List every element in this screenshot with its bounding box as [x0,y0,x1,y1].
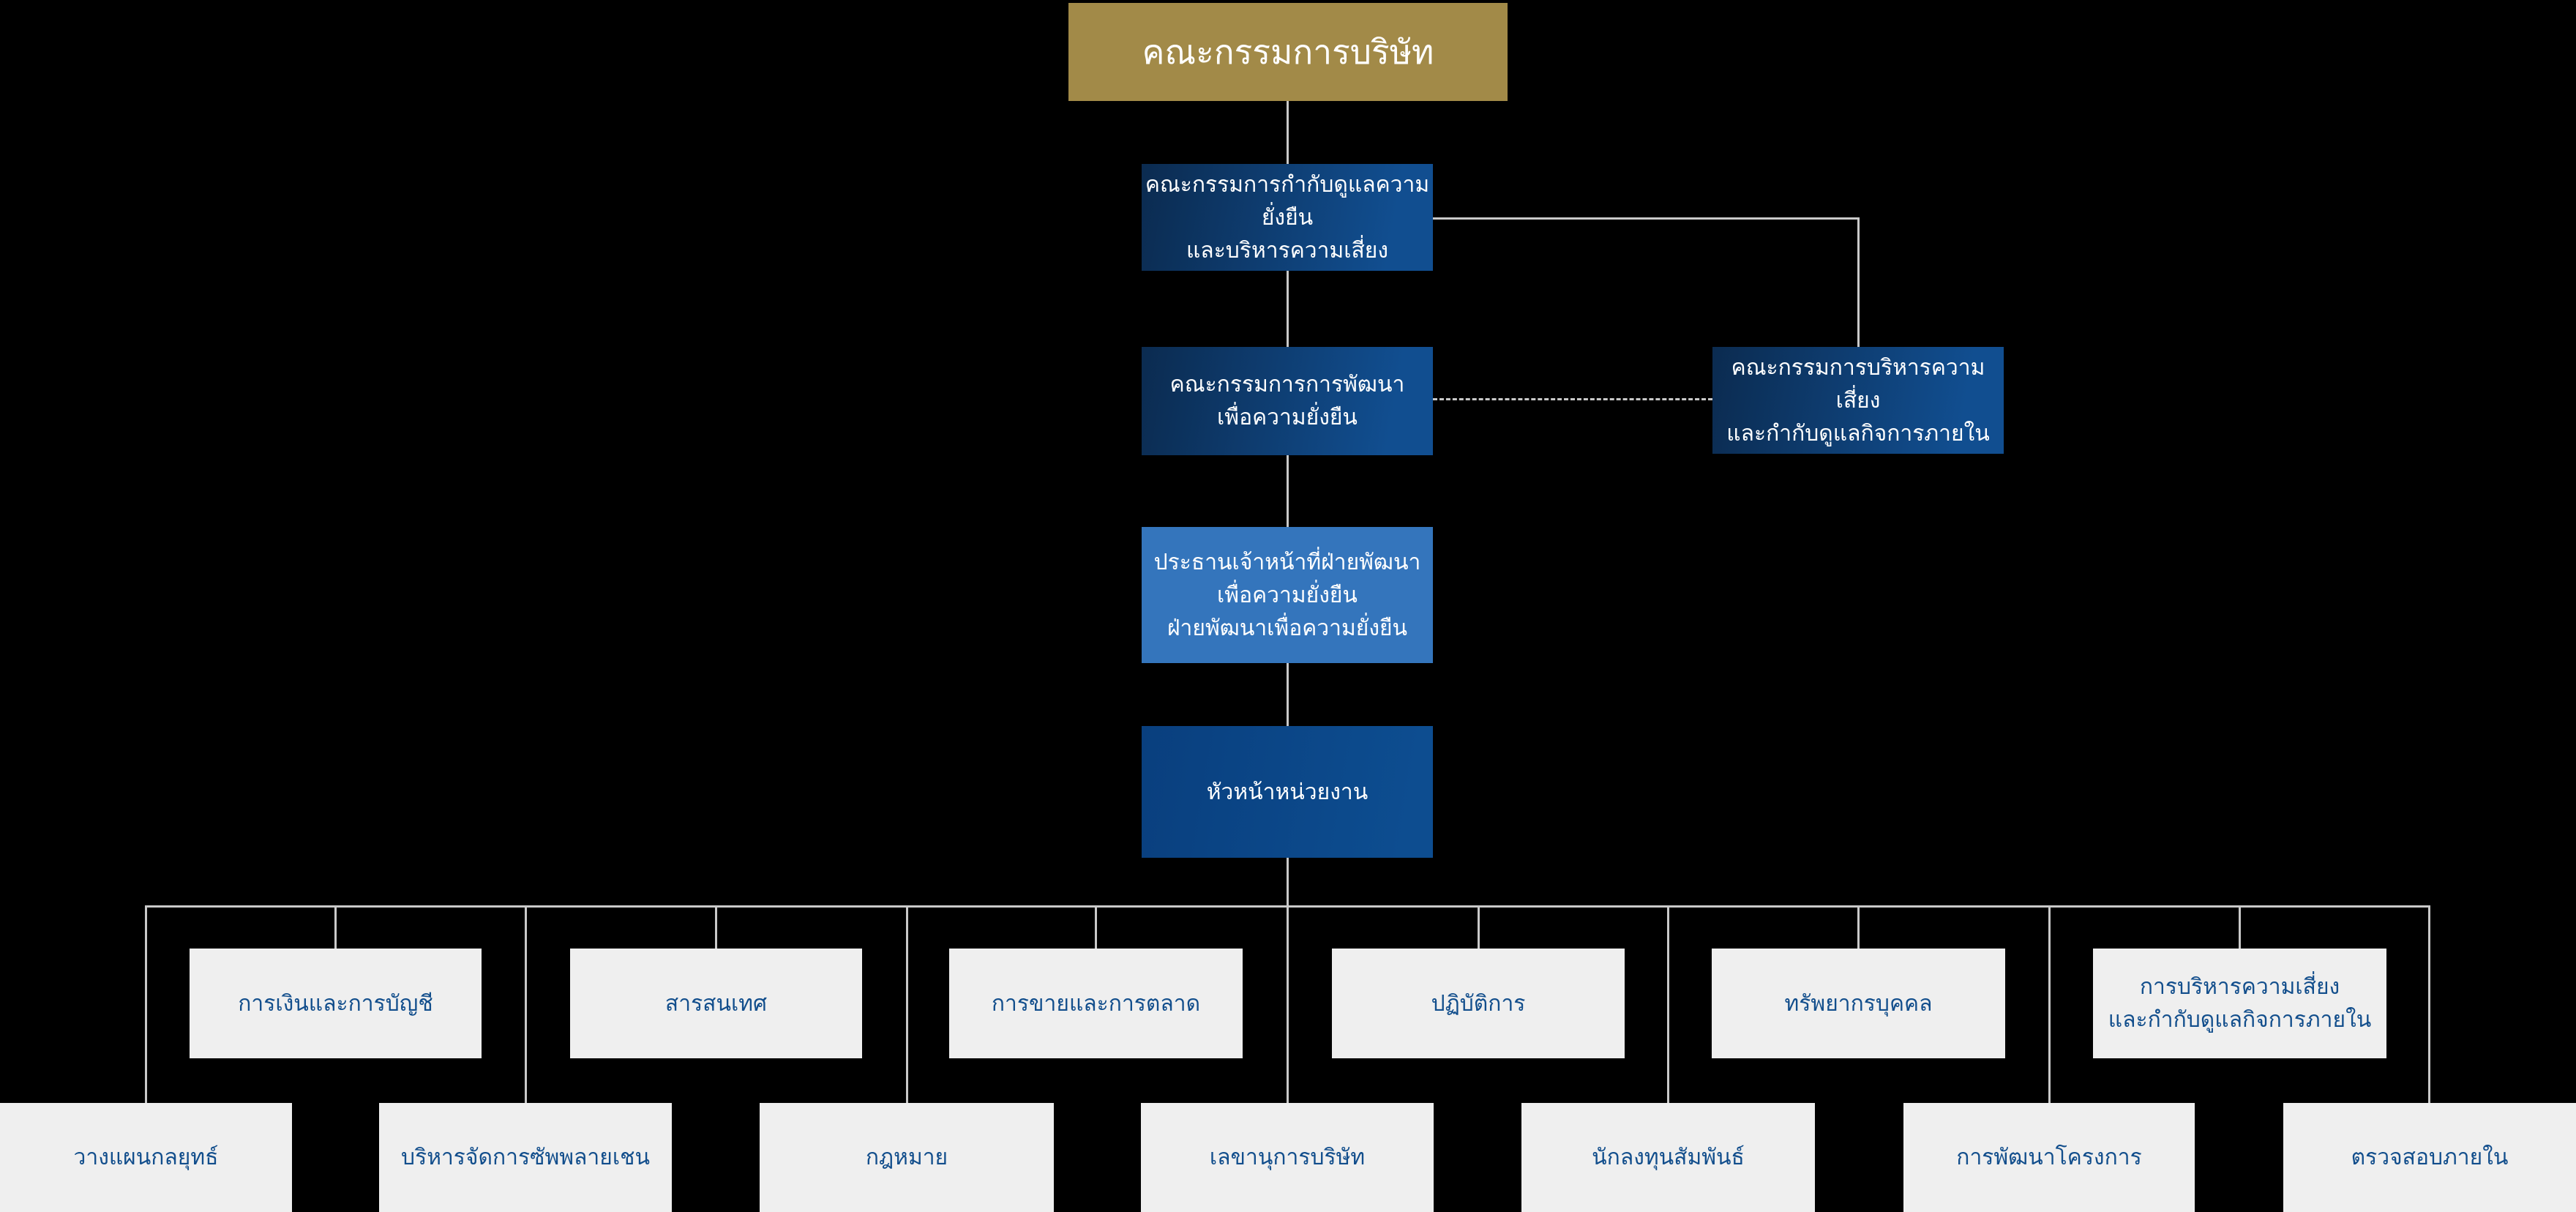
department-investor-relations-box: นักลงทุนสัมพันธ์ [1521,1103,1815,1212]
department-project-development-box: การพัฒนาโครงการ [1903,1103,2195,1212]
department-strategic-planning-box: วางแผนกลยุทธ์ [0,1103,292,1212]
connector-development-to-cso [1287,455,1289,527]
connector-elbow-vertical [1857,217,1860,347]
department-label: บริหารจัดการซัพพลายเชน [401,1145,650,1170]
connector-drop-row2-6 [2048,905,2051,1103]
risk-internal-governance-committee-label: คณะกรรมการบริหารความเสี่ยง และกำกับดูแลก… [1726,354,1990,446]
risk-internal-governance-committee-box: คณะกรรมการบริหารความเสี่ยง และกำกับดูแลก… [1712,347,2004,454]
board-of-directors-box: คณะกรรมการบริษัท [1068,3,1508,101]
connector-board-to-governance [1287,101,1289,164]
connector-drop-row2-4 [1287,905,1289,1103]
sustainability-governance-risk-committee-label: คณะกรรมการกำกับดูแลความยั่งยืน และบริหาร… [1145,171,1430,263]
department-label: เลขานุการบริษัท [1209,1145,1366,1170]
department-label: การเงินและการบัญชี [238,990,433,1017]
department-label: ทรัพยากรบุคคล [1784,990,1933,1017]
department-operations-box: ปฏิบัติการ [1332,949,1625,1058]
connector-drop-row1-6 [2239,905,2241,949]
department-human-resources-box: ทรัพยากรบุคคล [1712,949,2005,1058]
department-label: ปฏิบัติการ [1431,990,1526,1017]
department-label: การพัฒนาโครงการ [1956,1145,2142,1170]
connector-dotted-link [1433,398,1712,400]
department-company-secretary-box: เลขานุการบริษัท [1141,1103,1434,1212]
department-information-technology-box: สารสนเทศ [570,949,862,1058]
connector-elbow-horizontal [1433,217,1859,220]
connector-cso-to-unit-head [1287,663,1289,726]
sustainable-development-committee-box: คณะกรรมการการพัฒนา เพื่อความยั่งยืน [1142,347,1433,455]
sustainability-governance-risk-committee-box: คณะกรรมการกำกับดูแลความยั่งยืน และบริหาร… [1142,164,1433,271]
connector-drop-row2-2 [525,905,527,1103]
department-label: วางแผนกลยุทธ์ [73,1145,219,1170]
connector-governance-to-development [1287,271,1289,347]
connector-drop-row2-5 [1667,905,1669,1103]
department-label: การขายและการตลาด [991,990,1201,1017]
department-label: การบริหารความเสี่ยง และกำกับดูแลกิจการภา… [2108,974,2372,1033]
unit-head-box: หัวหน้าหน่วยงาน [1142,726,1433,858]
department-sales-marketing-box: การขายและการตลาด [949,949,1243,1058]
connector-drop-row2-7 [2428,905,2430,1103]
department-risk-internal-governance-box: การบริหารความเสี่ยง และกำกับดูแลกิจการภา… [2093,949,2386,1058]
department-label: กฎหมาย [865,1145,948,1170]
connector-drop-row1-4 [1478,905,1480,949]
board-of-directors-label: คณะกรรมการบริษัท [1142,31,1434,72]
department-label: นักลงทุนสัมพันธ์ [1592,1145,1745,1170]
connector-drop-row1-3 [1095,905,1097,949]
department-label: ตรวจสอบภายใน [2351,1145,2509,1170]
chief-sustainability-officer-label: ประธานเจ้าหน้าที่ฝ่ายพัฒนา เพื่อความยั่ง… [1153,549,1421,641]
department-finance-accounting-box: การเงินและการบัญชี [190,949,482,1058]
connector-drop-row1-5 [1857,905,1860,949]
connector-drop-row2-1 [145,905,147,1103]
chief-sustainability-officer-box: ประธานเจ้าหน้าที่ฝ่ายพัฒนา เพื่อความยั่ง… [1142,527,1433,663]
connector-drop-row2-3 [906,905,908,1103]
department-supply-chain-management-box: บริหารจัดการซัพพลายเชน [379,1103,672,1212]
connector-unit-head-to-rail [1287,858,1289,905]
department-internal-audit-box: ตรวจสอบภายใน [2283,1103,2576,1212]
department-legal-box: กฎหมาย [760,1103,1054,1212]
connector-drop-row1-2 [715,905,717,949]
unit-head-label: หัวหน้าหน่วยงาน [1206,779,1368,805]
sustainable-development-committee-label: คณะกรรมการการพัฒนา เพื่อความยั่งยืน [1169,372,1405,430]
connector-drop-row1-1 [334,905,337,949]
department-label: สารสนเทศ [664,990,768,1017]
